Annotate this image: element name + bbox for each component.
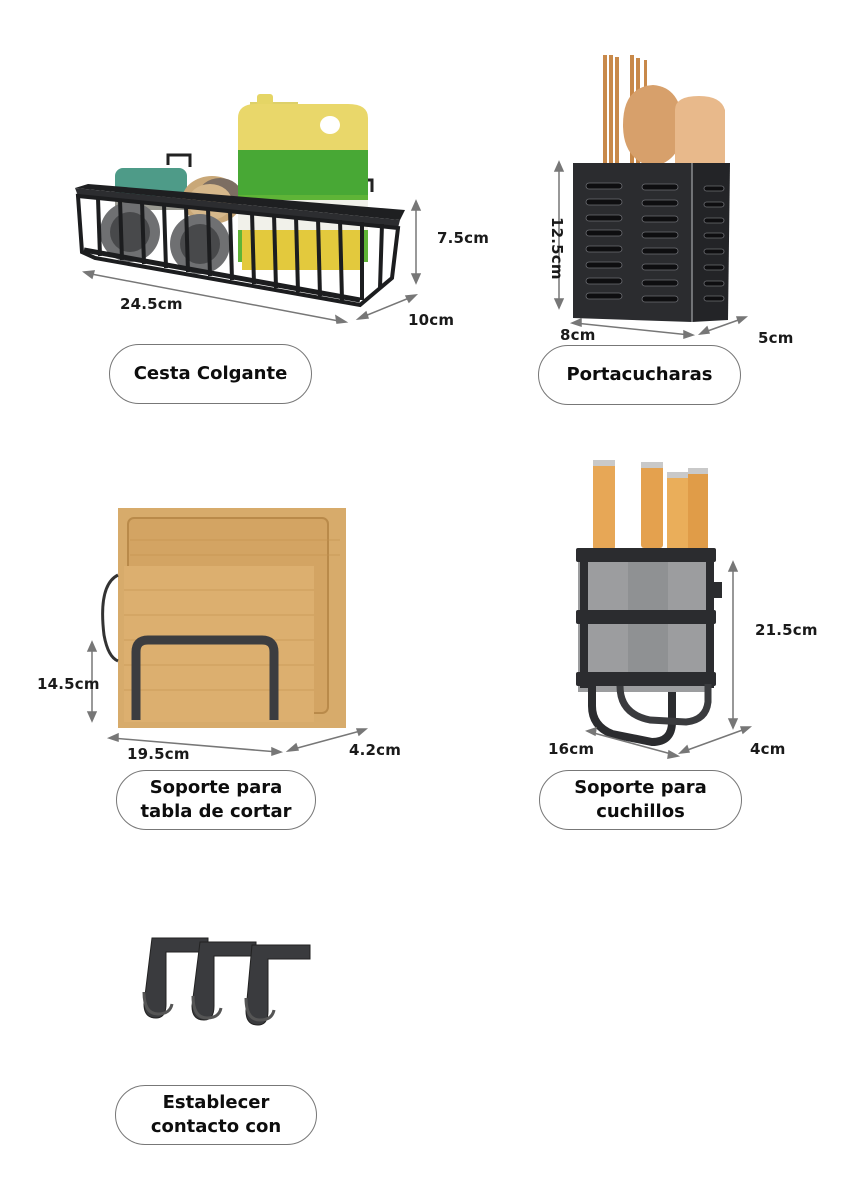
cutting-board-stand-image <box>86 508 369 757</box>
product-label: Cesta Colgante <box>109 344 312 404</box>
label-line: cuchillos <box>596 801 685 822</box>
label-line: tabla de cortar <box>140 801 292 822</box>
label-line: Soporte para <box>574 777 707 798</box>
product-label: Soporte para tabla de cortar <box>116 770 316 830</box>
label-line: Portacucharas <box>566 364 713 385</box>
dimension-height: 14.5cm <box>37 675 100 693</box>
utensil-holder-image <box>553 55 749 340</box>
dimension-width: 24.5cm <box>120 295 183 313</box>
product-label: Portacucharas <box>538 345 741 405</box>
dimension-depth: 4.2cm <box>349 741 402 759</box>
product-cutting-board-stand: 14.5cm 19.5cm 4.2cm Soporte para tabla d… <box>0 470 430 840</box>
dimension-depth: 10cm <box>408 311 455 329</box>
dimension-width: 8cm <box>560 326 596 344</box>
hanging-basket-image <box>75 94 422 324</box>
dimension-height: 12.5cm <box>548 217 566 280</box>
label-line: Cesta Colgante <box>133 363 288 384</box>
product-utensil-holder: 12.5cm 8cm 5cm Portacucharas <box>520 0 858 420</box>
dimension-height: 21.5cm <box>755 621 818 639</box>
dimension-width: 19.5cm <box>127 745 190 763</box>
label-line: contacto con <box>150 1116 282 1137</box>
product-hooks: Establecer contacto con <box>100 920 360 1160</box>
label-line: Soporte para <box>149 777 283 798</box>
dimension-height: 7.5cm <box>437 229 490 247</box>
dimension-depth: 4cm <box>750 740 786 758</box>
product-label: Soporte para cuchillos <box>539 770 742 830</box>
knife-rack-image <box>576 460 753 759</box>
dimension-width: 16cm <box>548 740 595 758</box>
product-hanging-basket: 24.5cm 10cm 7.5cm Cesta Colgante <box>0 0 489 420</box>
dimension-depth: 5cm <box>758 329 794 347</box>
product-knife-rack: 21.5cm 16cm 4cm Soporte para cuchillos <box>520 450 858 850</box>
product-label: Establecer contacto con <box>115 1085 317 1145</box>
hooks-image <box>142 937 311 1026</box>
label-line: Establecer <box>162 1092 270 1113</box>
